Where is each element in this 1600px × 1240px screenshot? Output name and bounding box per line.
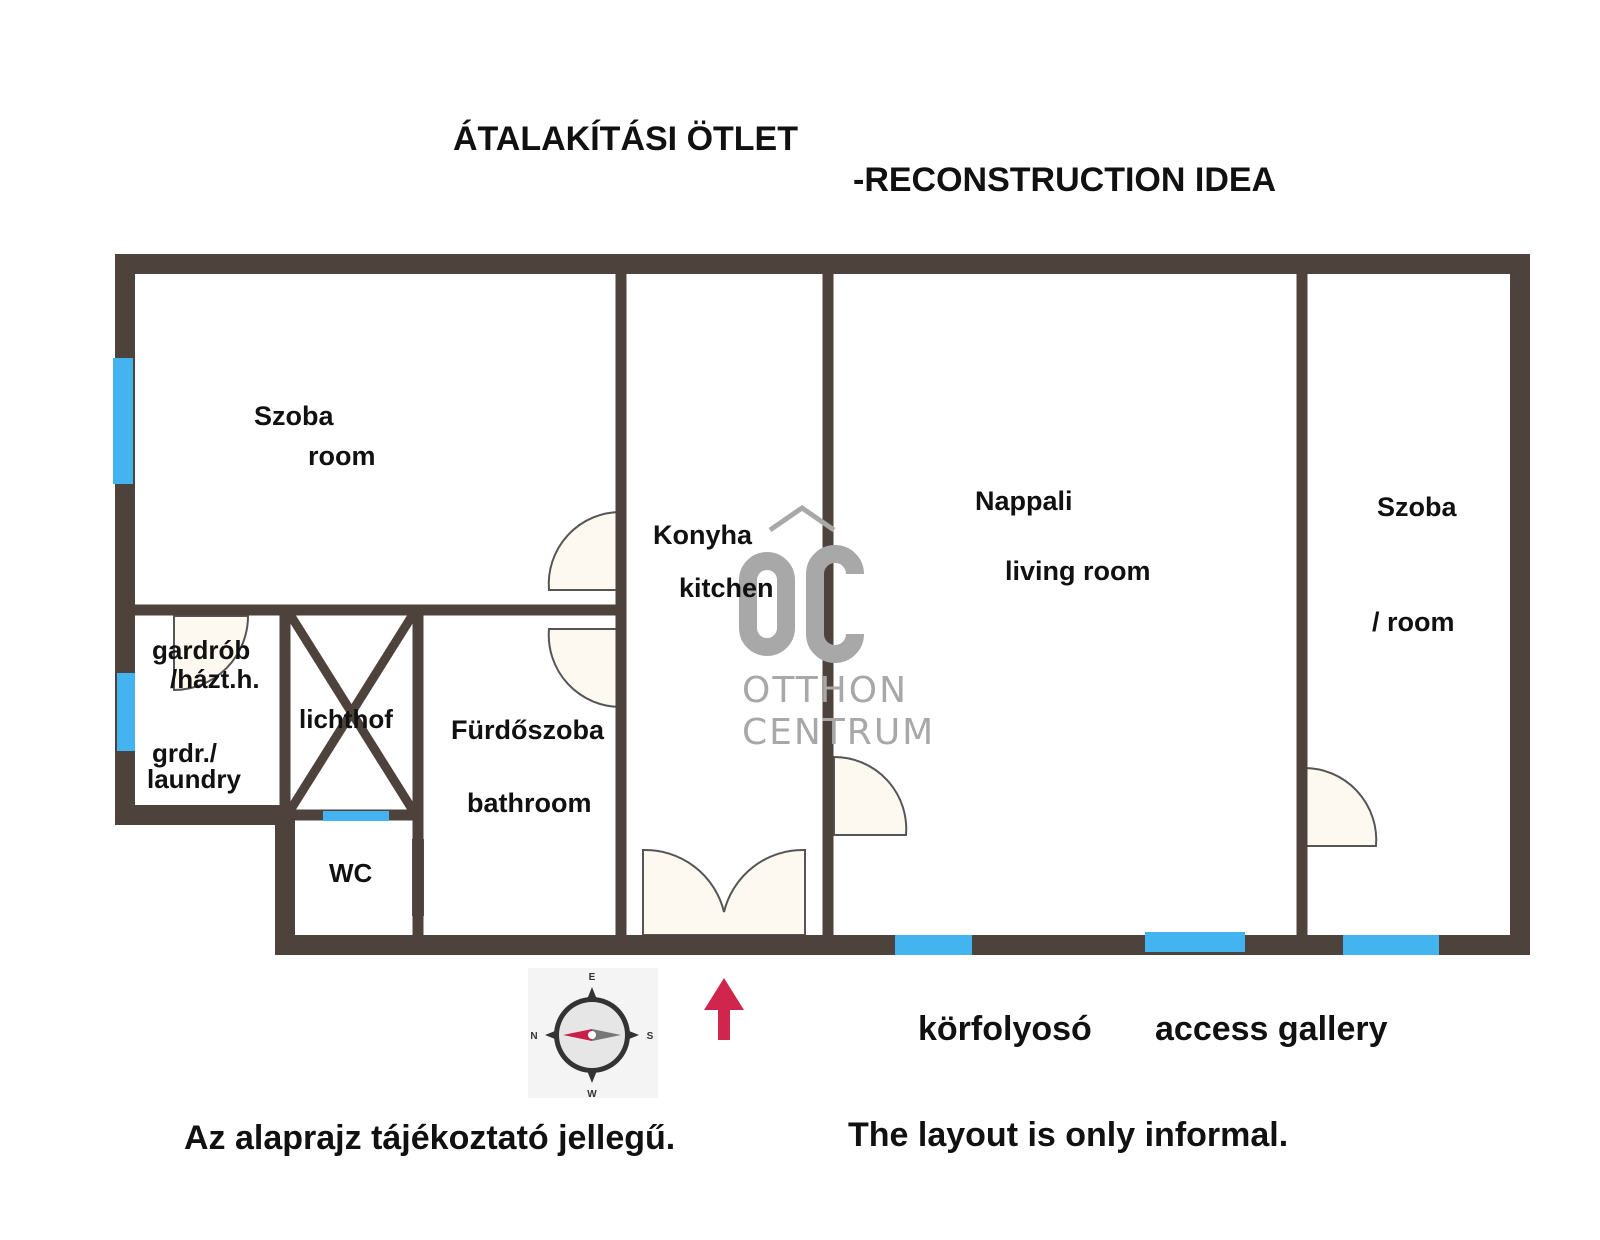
bedroom-right-label-hu: Szoba <box>1377 492 1457 522</box>
watermark-line2: CENTRUM <box>742 712 936 753</box>
outer-wall <box>115 254 1530 955</box>
entrance-arrow-icon <box>704 978 744 1040</box>
watermark-line1: OTTHON <box>742 670 909 711</box>
door-living <box>833 755 908 836</box>
lightwell-cross-b <box>284 609 419 816</box>
bedroom-left-label-hu: Szoba <box>254 401 334 431</box>
compass-icon <box>528 968 658 1098</box>
disclaimer-en: The layout is only informal. <box>848 1116 1289 1154</box>
window-wardrobe <box>117 673 135 751</box>
walls <box>115 254 1530 955</box>
title-english: -RECONSTRUCTION IDEA <box>853 161 1277 199</box>
bedroom-left-label-en: room <box>308 441 376 471</box>
window-living-1 <box>895 935 972 955</box>
window-living-2 <box>1145 932 1245 952</box>
kitchen-label-en: kitchen <box>679 573 774 603</box>
title-hungarian: ÁTALAKÍTÁSI ÖTLET <box>453 120 798 158</box>
wc-label: WC <box>329 858 373 888</box>
compass-letters: E W N S <box>530 972 653 1100</box>
doors <box>173 510 1378 936</box>
door-bedroom-left <box>547 510 622 591</box>
door-bedroom-right <box>1303 766 1378 847</box>
living-label-en: living room <box>1005 556 1151 586</box>
gallery-label-en: access gallery <box>1155 1010 1388 1048</box>
wardrobe-label-3: grdr./ <box>152 738 218 768</box>
gallery-label-hu: körfolyosó <box>918 1010 1092 1048</box>
kitchen-label-hu: Konyha <box>653 520 753 550</box>
windows <box>113 358 1439 955</box>
watermark-logo <box>739 504 864 663</box>
disclaimer-hu: Az alaprajz tájékoztató jellegű. <box>184 1119 676 1157</box>
bathroom-label-hu: Fürdőszoba <box>451 715 604 745</box>
window-bedroom-right <box>1343 935 1439 955</box>
living-label-hu: Nappali <box>975 486 1073 516</box>
compass-n: N <box>530 1031 537 1042</box>
compass-e: E <box>589 972 596 983</box>
bedroom-right-label-en: / room <box>1372 607 1455 637</box>
lightwell-label: lichthof <box>299 704 393 734</box>
compass-w: W <box>587 1089 597 1100</box>
window-wc <box>323 811 389 821</box>
compass-s: S <box>647 1031 654 1042</box>
wardrobe-label-1: gardrób <box>152 635 251 665</box>
door-entrance-double <box>642 848 806 936</box>
bathroom-label-en: bathroom <box>467 788 592 818</box>
wardrobe-label-4: laundry <box>147 764 241 794</box>
door-wardrobe <box>173 615 250 692</box>
window-bedroom-left <box>113 358 133 484</box>
door-bathroom <box>547 628 622 709</box>
wardrobe-label-2: /házt.h. <box>170 664 260 694</box>
